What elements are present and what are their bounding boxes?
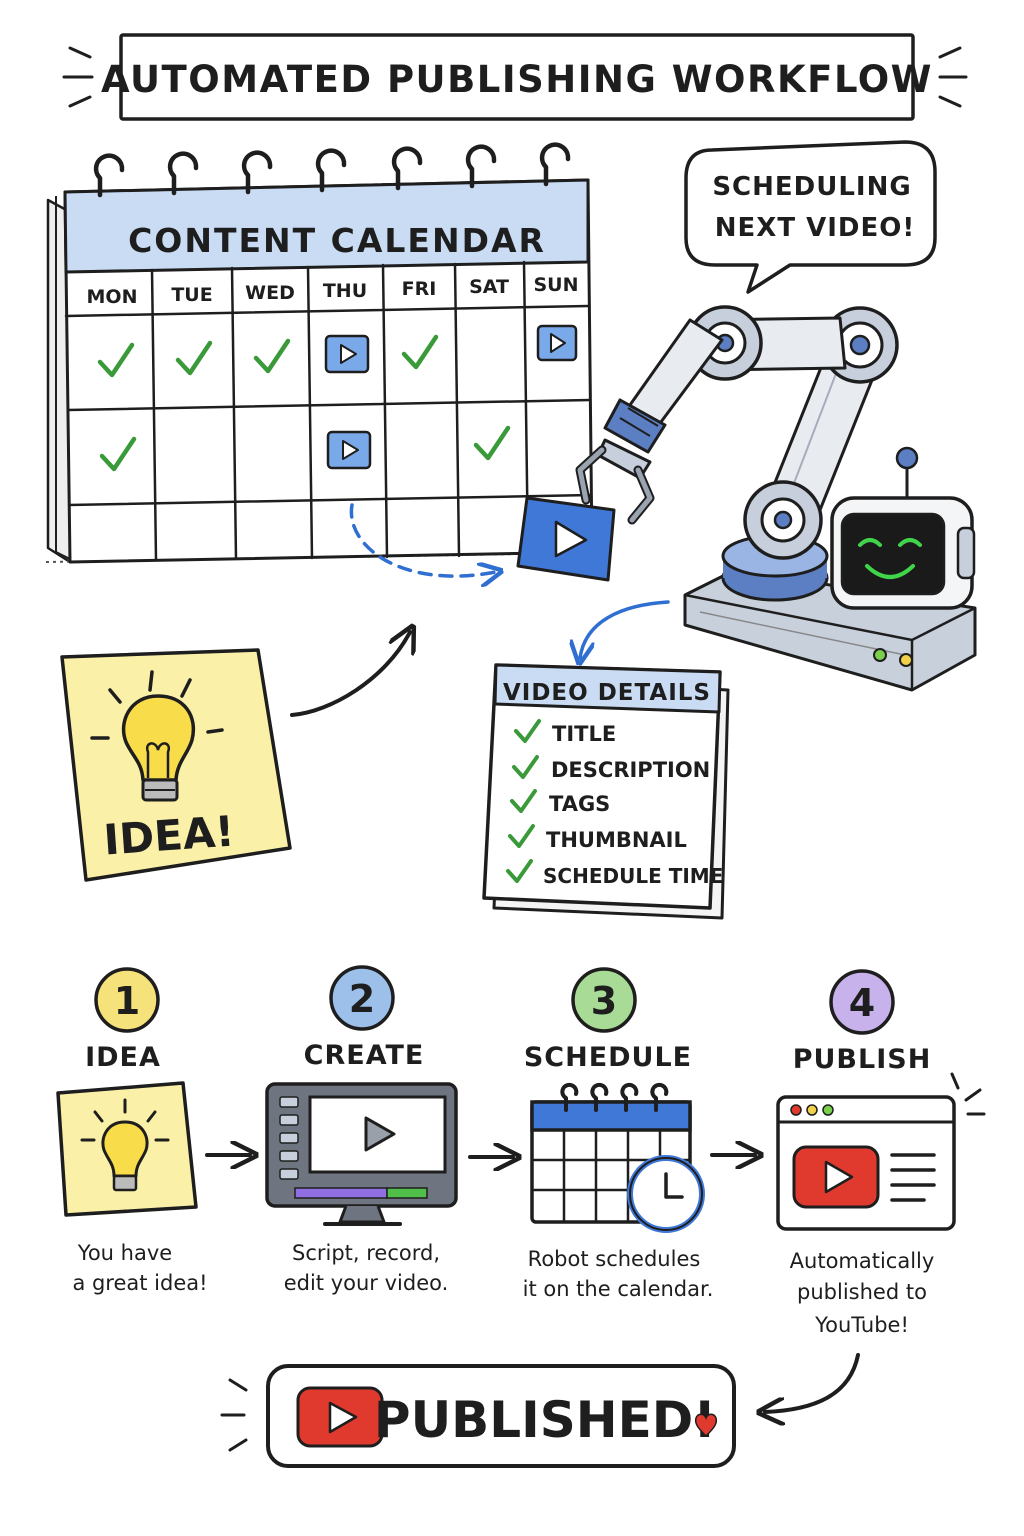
step-caption-line: Script, record, [292, 1241, 440, 1265]
step-caption-line: Robot schedules [528, 1247, 701, 1271]
robot-head [830, 446, 976, 610]
step-caption-line: YouTube! [814, 1313, 909, 1337]
check-icon [253, 338, 291, 374]
step-number: 2 [349, 977, 375, 1021]
day-label-mon: MON [87, 286, 138, 308]
video-details-title: VIDEO DETAILS [503, 680, 711, 706]
details-item-description: DESCRIPTION [551, 758, 710, 782]
emphasis-dashes-left [62, 46, 94, 108]
step-caption-line: edit your video. [284, 1271, 449, 1295]
browser-window-icon [776, 1072, 986, 1231]
title-banner: AUTOMATED PUBLISHING WORKFLOW [62, 33, 968, 121]
day-label-sat: SAT [469, 276, 509, 298]
youtube-play-icon [792, 1145, 880, 1209]
check-icon [99, 436, 137, 472]
status-light-yellow [899, 653, 913, 667]
speech-bubble: SCHEDULING NEXT VIDEO! [684, 140, 937, 294]
step-number-badge [329, 965, 395, 1031]
details-item-schedule-time: SCHEDULE TIME [543, 864, 723, 888]
step-schedule: 3 SCHEDULE Robot schedules [523, 967, 714, 1301]
check-icon [175, 340, 213, 376]
dashed-flow-arrow [349, 503, 496, 576]
emphasis-dashes-left [220, 1378, 248, 1452]
check-icon [97, 342, 135, 378]
step-number-badge [94, 967, 160, 1033]
robot-arm [516, 305, 977, 692]
speech-line-2: NEXT VIDEO! [715, 213, 915, 243]
speech-line-1: SCHEDULING [712, 172, 911, 202]
check-icon [473, 425, 511, 461]
step-caption-line: published to [797, 1280, 927, 1304]
step-number-badge [829, 969, 895, 1035]
status-light-green [873, 648, 887, 662]
details-item-tags: TAGS [549, 792, 610, 816]
step-label: IDEA [85, 1042, 161, 1073]
step-caption-line: You have [77, 1241, 172, 1265]
idea-sticky-note: IDEA! [60, 648, 292, 882]
video-details-card: VIDEO DETAILS TITLE DESCRIPTION TAGS THU… [482, 663, 730, 920]
emphasis-dashes-right [938, 46, 968, 108]
publish-to-final-arrow [765, 1353, 860, 1412]
step-idea: 1 IDEA You have a great idea! [56, 967, 208, 1295]
video-play-icon [326, 430, 372, 470]
step-number: 3 [591, 979, 617, 1023]
step-number: 4 [849, 981, 875, 1025]
day-label-sun: SUN [533, 274, 578, 296]
step-caption-line: Automatically [790, 1249, 935, 1273]
details-item-thumbnail: THUMBNAIL [546, 828, 687, 852]
published-banner: PUBLISHED! [220, 1364, 736, 1468]
robot-to-details-arrow [580, 600, 670, 658]
step-caption-line: a great idea! [72, 1271, 207, 1295]
day-label-tue: TUE [171, 284, 212, 306]
calendar-grid [64, 260, 593, 562]
page-title: AUTOMATED PUBLISHING WORKFLOW [101, 58, 933, 101]
step-label: PUBLISH [793, 1044, 932, 1075]
sticky-note-icon [56, 1081, 198, 1217]
video-play-icon [536, 324, 578, 362]
day-label-wed: WED [245, 282, 295, 304]
check-icon [514, 719, 541, 743]
check-icon [510, 789, 537, 813]
video-editor-monitor-icon [265, 1082, 458, 1226]
step-publish: 4 PUBLISH Automatically [776, 969, 986, 1337]
step-caption-line: it on the calendar. [523, 1277, 714, 1301]
check-icon [506, 859, 533, 883]
idea-to-calendar-arrow [290, 632, 410, 717]
calendar-cell-markers [97, 324, 578, 472]
step-label: CREATE [304, 1040, 425, 1071]
calendar-rings [93, 142, 571, 198]
held-video-icon [516, 496, 616, 582]
video-details-list: TITLE DESCRIPTION TAGS THUMBNAIL SCHEDUL… [506, 719, 723, 888]
heart-icon [694, 1413, 718, 1438]
step-number-badge [571, 967, 637, 1033]
step-label: SCHEDULE [524, 1042, 692, 1073]
calendar-day-labels: MON TUE WED THU FRI SAT SUN [87, 274, 579, 308]
calendar-title: CONTENT CALENDAR [128, 221, 546, 260]
day-label-fri: FRI [402, 278, 437, 300]
step-create: 2 CREATE Script, record, edit your video… [265, 965, 458, 1295]
calendar-clock-icon [530, 1082, 705, 1233]
day-label-thu: THU [323, 280, 367, 302]
lightbulb-icon [90, 670, 224, 802]
check-icon [508, 824, 535, 848]
antenna-icon [895, 446, 919, 470]
check-icon [401, 334, 439, 370]
video-play-icon [324, 334, 370, 374]
details-item-title: TITLE [552, 722, 616, 746]
step-number: 1 [114, 979, 140, 1023]
youtube-play-icon [296, 1386, 384, 1448]
idea-note-label: IDEA! [102, 807, 236, 865]
published-label: PUBLISHED! [374, 1391, 716, 1449]
content-calendar: CONTENT CALENDAR MON TUE WED [45, 142, 594, 564]
check-icon [512, 755, 539, 779]
